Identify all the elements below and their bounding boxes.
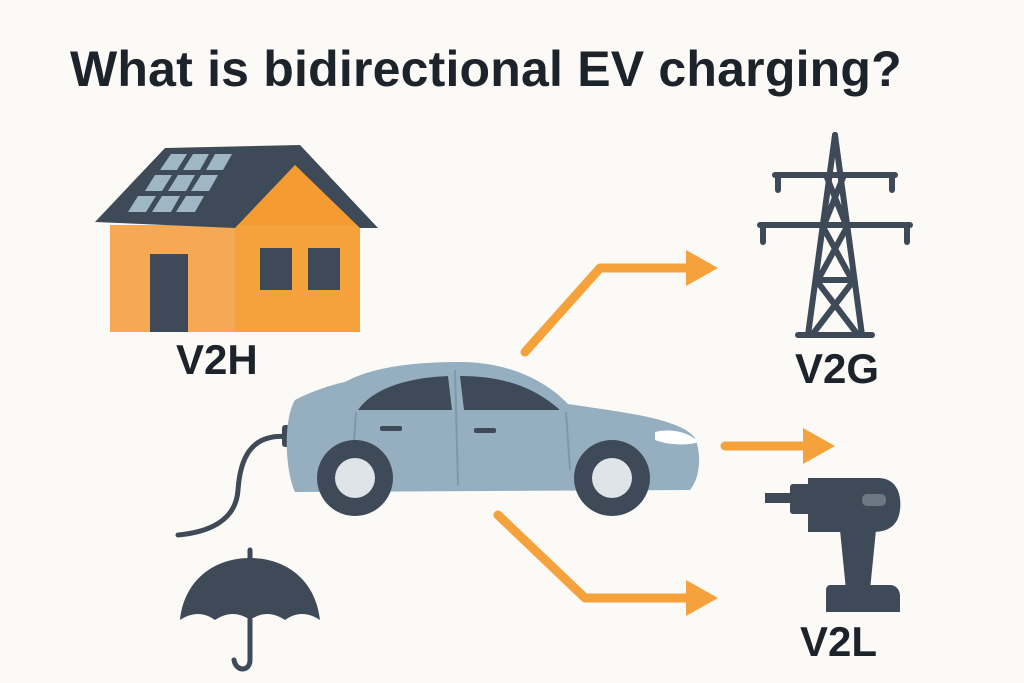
v2h-label: V2H <box>176 336 258 383</box>
power-drill-icon <box>765 478 901 612</box>
arrowheads <box>686 250 835 616</box>
page-title: What is bidirectional EV charging? <box>70 41 902 97</box>
umbrella-icon <box>180 547 320 672</box>
v2l-label: V2L <box>800 618 878 665</box>
house-icon <box>95 145 378 332</box>
v2g-label: V2G <box>795 345 880 392</box>
charging-cable-icon <box>175 433 293 538</box>
power-tower-icon <box>757 132 913 338</box>
car-icon <box>286 362 700 516</box>
solar-panel-icon <box>128 154 232 212</box>
arrow-icon <box>493 263 810 603</box>
